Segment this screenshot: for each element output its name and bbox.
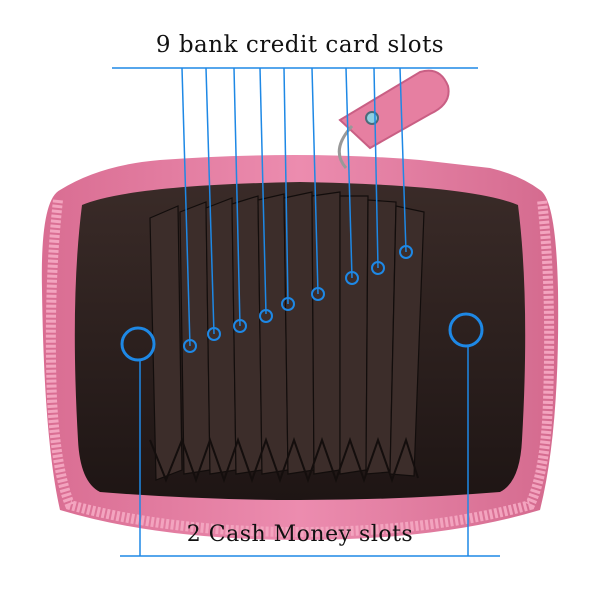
card-slot-marker [259,309,273,323]
accordion-base [149,436,419,484]
cash-slot-marker-left [120,326,156,362]
card-dividers [149,191,425,481]
card-slot-marker [371,261,385,275]
card-slot-marker [311,287,325,301]
card-slot-marker [233,319,247,333]
card-slot-marker [183,339,197,353]
card-slots-label: 9 bank credit card slots [155,32,445,58]
card-slot-marker [207,327,221,341]
zipper-pull [338,69,450,150]
card-slot-annotations [112,67,478,347]
cash-slots-label: 2 Cash Money slots [186,522,414,547]
card-slot-marker [345,271,359,285]
zipper-track [45,199,555,538]
card-slot-marker [399,245,413,259]
card-slot-marker [281,297,295,311]
cash-slot-marker-right [448,312,484,348]
